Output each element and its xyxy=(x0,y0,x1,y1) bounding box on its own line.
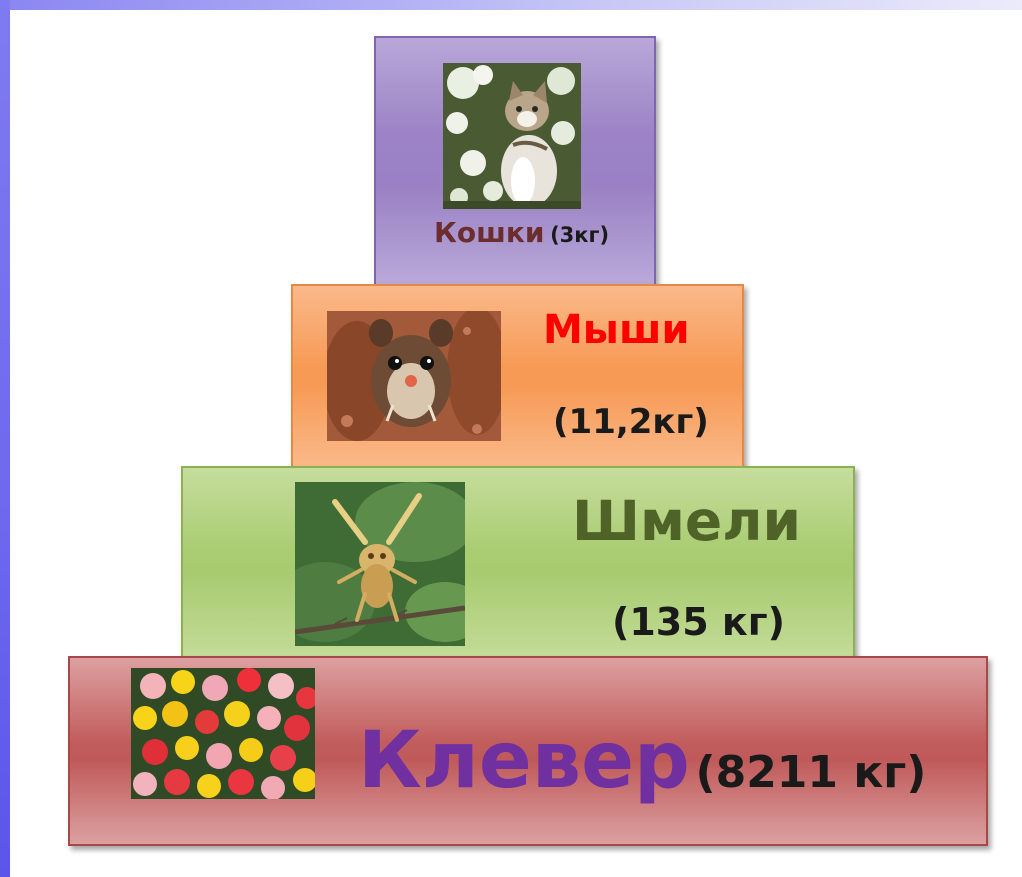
mouse-photo xyxy=(327,311,501,441)
mice-mass: (11,2кг) xyxy=(553,405,709,439)
clover-mass: (8211 кг) xyxy=(695,747,926,798)
cat-photo xyxy=(443,63,581,209)
cats-label: Кошки (3кг) xyxy=(434,219,609,247)
bumblebee-photo xyxy=(295,482,465,646)
mice-name: Мыши xyxy=(543,310,689,350)
clover-flowers-photo xyxy=(131,668,315,799)
cats-mass: (3кг) xyxy=(550,223,609,247)
clover-name: Клевер xyxy=(358,716,690,806)
cats-name: Кошки xyxy=(434,216,544,249)
clover-label: Клевер (8211 кг) xyxy=(358,722,926,800)
slide-top-border xyxy=(0,0,1022,10)
bumblebees-name: Шмели xyxy=(572,494,801,549)
bumblebees-mass: (135 кг) xyxy=(612,603,785,641)
slide-left-border xyxy=(0,0,10,877)
